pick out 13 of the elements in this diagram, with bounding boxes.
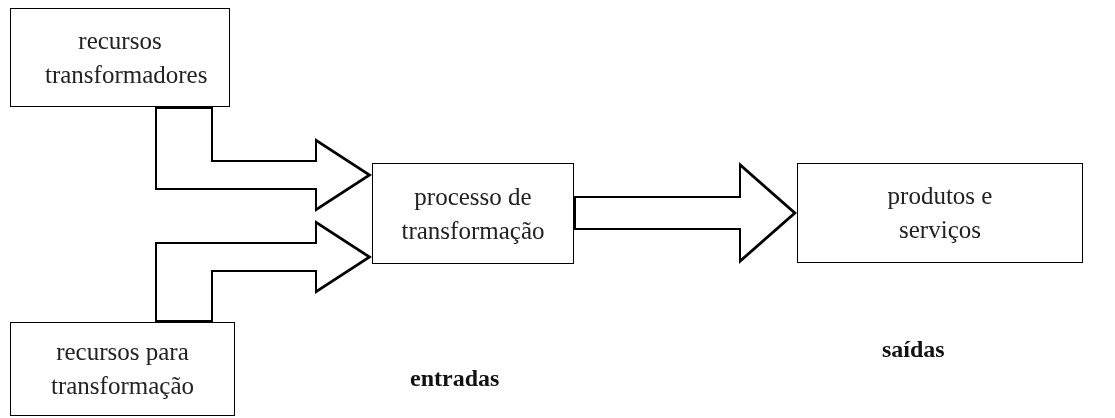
block-arrow <box>574 162 797 264</box>
block-arrow <box>155 220 372 322</box>
box-label: recursos para transformação <box>50 337 195 401</box>
box-label: produtos e serviços <box>886 181 994 245</box>
process-box <box>10 8 230 107</box>
box-label: processo de transformação <box>400 181 546 246</box>
process-box <box>797 163 1083 263</box>
process-box <box>372 163 574 264</box>
process-box <box>10 322 235 416</box>
section-label: entradas <box>410 365 500 392</box>
box-label: recursos transformadores <box>44 25 209 90</box>
section-label: saídas <box>882 336 945 363</box>
block-arrow <box>155 107 372 212</box>
